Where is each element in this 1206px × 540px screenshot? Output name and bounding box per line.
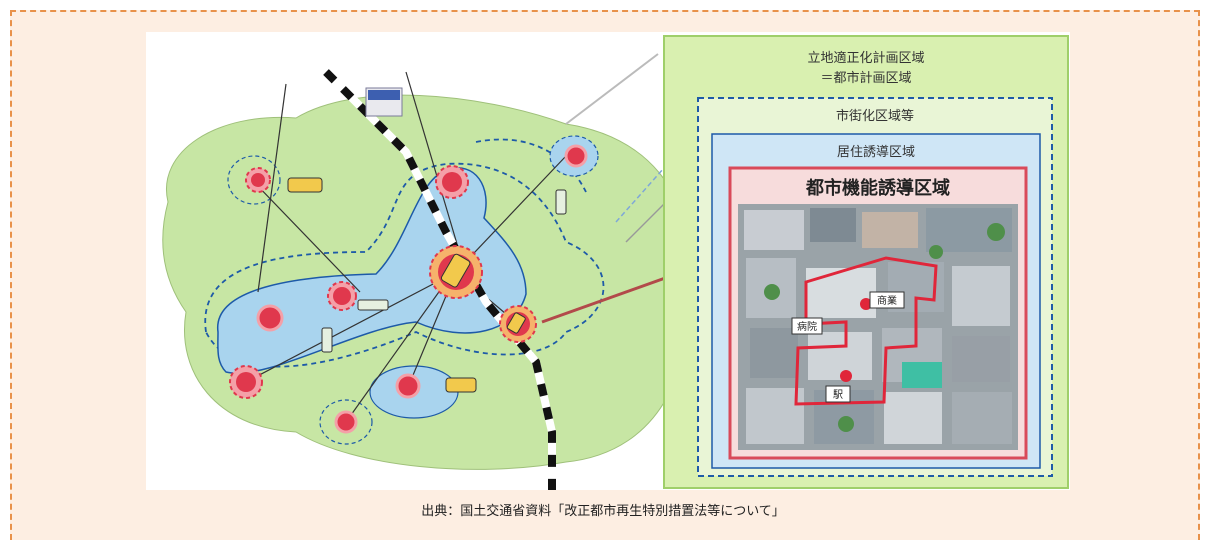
residential-area-label: 居住誘導区域 [837,145,915,160]
vehicles [287,177,567,393]
urbanization-area-label: 市街化区域等 [836,108,914,124]
svg-text:駅: 駅 [833,389,843,401]
railway-dashes [323,69,556,490]
urban-function-area-label: 都市機能誘導区域 [805,177,950,199]
planning-area-label-2: ＝都市計画区域 [820,70,911,86]
urbanization-boundary-2 [475,138,587,193]
figure: 立地適正化計画区域 ＝都市計画区域 市街化区域等 居住誘導区域 都市機能誘導区域 [146,32,1070,490]
facility-label-commerce: 商業 [869,291,905,309]
compact-city-diagram: 立地適正化計画区域 ＝都市計画区域 市街化区域等 居住誘導区域 都市機能誘導区域 [162,35,1069,490]
hub-markers [229,144,588,434]
town-illustration [738,204,1018,450]
transit-lines [245,71,567,423]
station-building-roof [368,90,400,100]
svg-text:商業: 商業 [877,294,897,307]
urbanization-boundary [204,162,605,368]
residential-area [217,167,527,374]
facility-label-station: 駅 [825,385,851,403]
facility-label-hospital: 病院 [791,317,823,335]
source-caption: 出典：国土交通省資料「改正都市再生特別措置法等について」 [421,504,785,519]
svg-text:病院: 病院 [797,320,817,333]
planning-area-label-1: 立地適正化計画区域 [807,50,924,66]
